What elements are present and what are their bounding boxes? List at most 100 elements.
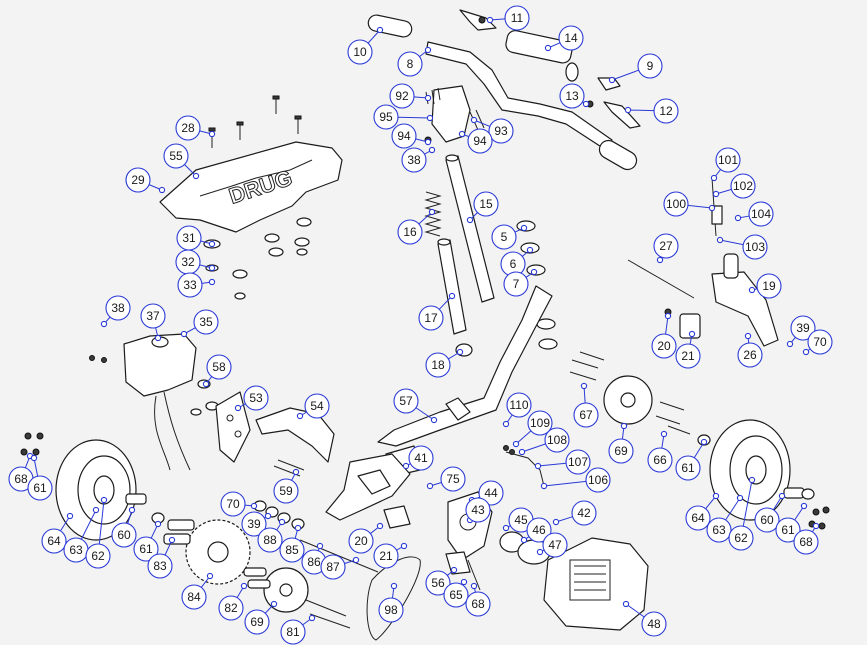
callout-bubble (220, 491, 246, 517)
callout-bubble (425, 352, 451, 378)
callout-label: 37 (146, 309, 160, 323)
callout-106: 106 (540, 467, 611, 493)
callout-bubble (491, 224, 517, 250)
callout-label: 67 (579, 408, 593, 422)
callout-label: 75 (446, 472, 460, 486)
main-frame-part (377, 285, 553, 477)
brake-disc-left-part (263, 567, 309, 613)
callout-bubble (641, 611, 667, 637)
callout-26: 26 (737, 332, 763, 368)
leader-dot (168, 536, 176, 544)
deck-mounts-part (203, 217, 312, 300)
callout-bubble (347, 39, 373, 65)
callout-69: 69 (244, 600, 278, 635)
leader-dot (128, 506, 136, 514)
leader-dot (700, 438, 708, 446)
callout-label: 11 (511, 11, 524, 25)
brake-disc-right-part (603, 375, 653, 425)
callout-label: 66 (653, 453, 667, 467)
callout-label: 102 (733, 179, 753, 193)
callout-41: 41 (402, 445, 434, 471)
leader-dot (450, 566, 458, 574)
callout-bubble (273, 478, 299, 504)
callout-87: 87 (320, 554, 360, 580)
callout-label: 62 (91, 549, 105, 563)
steering-tube-part (445, 154, 495, 303)
callout-bubble (675, 455, 701, 481)
leader-dot (66, 512, 74, 520)
callout-label: 85 (285, 543, 299, 557)
callout-label: 17 (424, 311, 438, 325)
callout-label: 95 (379, 110, 393, 124)
deck-bolts-part (208, 95, 302, 148)
leader-dot (786, 340, 794, 348)
callout-label: 54 (310, 399, 324, 413)
callout-bubble (177, 272, 203, 298)
callout-label: 62 (734, 531, 748, 545)
shift-linkage-part (503, 445, 545, 487)
callout-59: 59 (273, 468, 300, 504)
callout-label: 21 (681, 349, 695, 363)
callout-bubble (391, 123, 417, 149)
callout-bubble (244, 609, 270, 635)
callout-bubble (653, 233, 679, 259)
callout-94: 94 (391, 123, 432, 149)
callout-bubble (257, 527, 283, 553)
callout-83: 83 (147, 536, 176, 579)
leader-dot (502, 524, 510, 532)
callout-label: 12 (659, 104, 673, 118)
callout-label: 61 (33, 481, 47, 495)
callout-bubble (571, 500, 597, 526)
callout-21: 21 (675, 330, 701, 369)
callout-53: 53 (234, 385, 269, 412)
callout-bubble (175, 115, 201, 141)
clutch-drum-part (499, 531, 551, 565)
callout-39: 39 (786, 315, 816, 348)
leader-dot (734, 214, 742, 222)
callout-label: 39 (247, 517, 261, 531)
leader-dot (390, 582, 398, 590)
callout-57: 57 (393, 388, 438, 424)
leader-dot (458, 130, 466, 138)
leader-dot (624, 106, 632, 114)
leader-dot (778, 492, 786, 500)
axle-27-part (627, 259, 695, 299)
leader-line (725, 497, 741, 521)
callout-label: 61 (681, 461, 695, 475)
callout-bubble (105, 295, 131, 321)
bolts-59-part (273, 459, 305, 477)
callout-label: 88 (263, 533, 277, 547)
callout-60: 60 (754, 492, 786, 533)
callout-label: 83 (153, 559, 167, 573)
leader-dot (688, 330, 696, 338)
callout-label: 68 (799, 535, 813, 549)
callout-bubble (467, 128, 493, 154)
leader-dot (206, 572, 214, 580)
callout-bubble (608, 438, 634, 464)
leader-line (80, 509, 97, 540)
callout-109: 109 (512, 410, 553, 448)
callout-48: 48 (622, 600, 667, 637)
callout-bubble (504, 5, 530, 31)
callout-bubble (193, 309, 219, 335)
callout-label: 10 (353, 45, 367, 59)
callout-label: 87 (326, 560, 340, 574)
leader-dot (208, 240, 216, 248)
leader-dot (580, 382, 588, 390)
callout-81: 81 (280, 614, 316, 645)
leader-dot (428, 146, 436, 154)
callout-label: 48 (647, 617, 661, 631)
callout-bubble (506, 392, 532, 418)
leader-dot (470, 582, 478, 590)
callout-label: 61 (139, 542, 153, 556)
callout-5: 5 (491, 224, 528, 250)
callout-label: 101 (718, 153, 738, 167)
leader-line (397, 116, 431, 119)
callout-bubble (756, 273, 782, 299)
callout-label: 63 (712, 523, 726, 537)
leader-dot (426, 482, 434, 490)
leader-line (537, 462, 567, 467)
callout-98: 98 (378, 582, 404, 623)
leader-dot (520, 224, 528, 232)
